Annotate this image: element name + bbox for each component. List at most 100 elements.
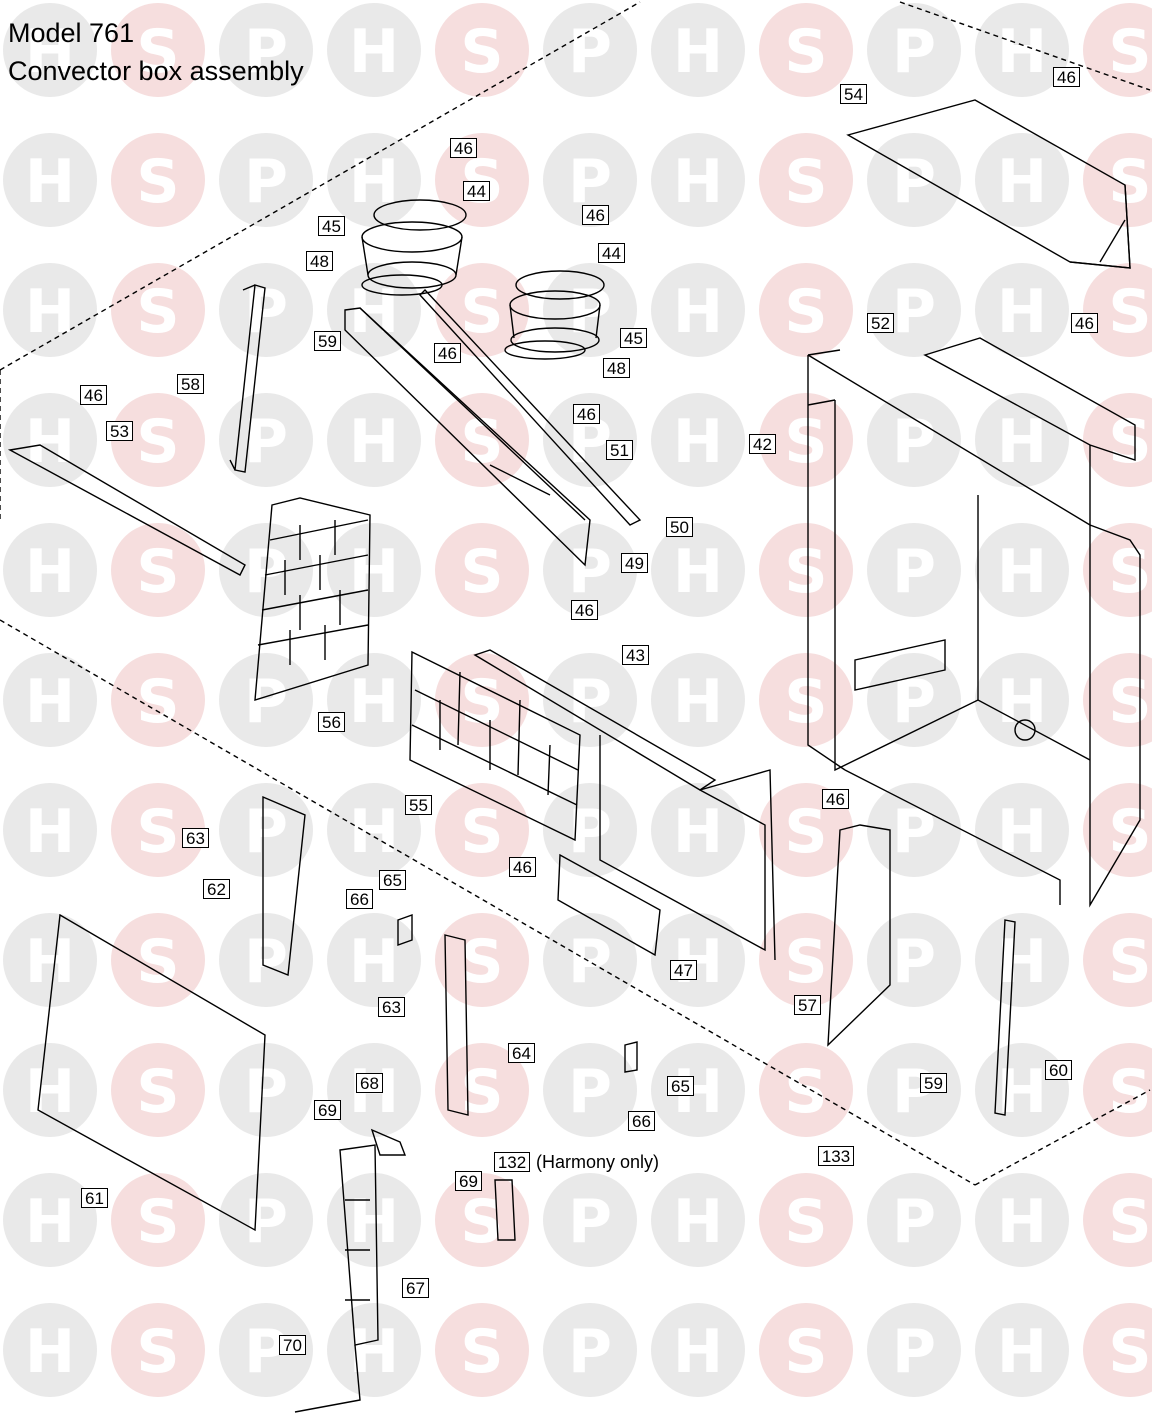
watermark-letter: S	[784, 797, 827, 867]
watermark-letter: H	[673, 17, 723, 87]
watermark-letter: S	[1108, 667, 1151, 737]
watermark-letter: S	[136, 927, 179, 997]
watermark-letter: S	[136, 1057, 179, 1127]
watermark-circle	[219, 3, 313, 97]
watermark-circle	[543, 133, 637, 227]
watermark-circle	[543, 393, 637, 487]
watermark-letter: P	[244, 1187, 288, 1257]
watermark-circle	[975, 3, 1069, 97]
watermark-circle	[867, 393, 961, 487]
part-58-rail	[229, 284, 266, 473]
callout-48: 48	[306, 251, 333, 271]
watermark-letter: S	[1108, 797, 1151, 867]
watermark-letter: P	[568, 1057, 612, 1127]
watermark-circle	[1083, 783, 1152, 877]
callout-48: 48	[603, 358, 630, 378]
watermark-circle	[867, 263, 961, 357]
watermark-letter: S	[460, 667, 503, 737]
callout-61: 61	[81, 1188, 108, 1208]
watermark-circle	[1083, 653, 1152, 747]
watermark-letter: H	[25, 407, 75, 477]
callout-56: 56	[318, 712, 345, 732]
watermark-circle	[759, 263, 853, 357]
watermark-circle	[759, 653, 853, 747]
part-67-mechanism	[294, 1144, 379, 1413]
watermark-circle	[111, 783, 205, 877]
callout-69: 69	[314, 1100, 341, 1120]
watermark-letter: S	[784, 17, 827, 87]
watermark-letter: S	[784, 537, 827, 607]
watermark-letter: H	[997, 17, 1047, 87]
watermark-circle	[111, 393, 205, 487]
watermark-circle	[327, 1173, 421, 1267]
watermark-circle	[759, 1303, 853, 1397]
callout-49: 49	[621, 553, 648, 573]
watermark-circle	[651, 263, 745, 357]
watermark-letter: P	[568, 927, 612, 997]
watermark-letter: H	[997, 147, 1047, 217]
watermark-circle	[435, 393, 529, 487]
watermark-circle	[651, 393, 745, 487]
callout-46: 46	[434, 343, 461, 363]
watermark-letter: H	[25, 17, 75, 87]
watermark-circle	[3, 393, 97, 487]
callout-46: 46	[1071, 313, 1098, 333]
watermark-circle	[651, 1043, 745, 1137]
watermark-letter: H	[673, 1317, 723, 1387]
watermark-letter: S	[784, 1057, 827, 1127]
watermark-circle	[435, 1303, 529, 1397]
watermark-circle	[867, 653, 961, 747]
watermark-circle	[759, 1043, 853, 1137]
watermark-letter: P	[892, 537, 936, 607]
watermark-letter: H	[997, 1317, 1047, 1387]
callout-54: 54	[840, 84, 867, 104]
watermark-letter: H	[349, 407, 399, 477]
watermark-letter: H	[997, 407, 1047, 477]
watermark-letter: S	[460, 407, 503, 477]
watermark-circle	[867, 1303, 961, 1397]
watermark-letter: S	[136, 147, 179, 217]
watermark-letter: P	[892, 797, 936, 867]
watermark-letter: H	[997, 667, 1047, 737]
watermark-circle	[219, 1043, 313, 1137]
watermark-circle	[975, 263, 1069, 357]
watermark-circle	[111, 1173, 205, 1267]
watermark-circle	[759, 133, 853, 227]
callout-44: 44	[598, 243, 625, 263]
watermark-circle	[975, 133, 1069, 227]
part-43-baffle	[473, 649, 776, 961]
part-62-side-panel	[262, 795, 306, 976]
watermark-letter: S	[136, 667, 179, 737]
watermark-letter: P	[892, 17, 936, 87]
watermark-letter: P	[892, 1187, 936, 1257]
watermark-circle	[759, 3, 853, 97]
watermark-circle	[1083, 1173, 1152, 1267]
watermark-letter: S	[784, 147, 827, 217]
watermark-circle	[3, 913, 97, 1007]
section-boundary-lower	[0, 619, 976, 1186]
watermark-letter: S	[784, 277, 827, 347]
watermark-circle	[219, 653, 313, 747]
watermark-circle	[3, 653, 97, 747]
watermark-circle	[543, 783, 637, 877]
watermark-letter: S	[136, 407, 179, 477]
part-60-rail	[994, 919, 1016, 1116]
watermark-letter: H	[349, 17, 399, 87]
callout-65: 65	[667, 1076, 694, 1096]
watermark-circle	[3, 783, 97, 877]
watermark-circle	[651, 523, 745, 617]
watermark-circle	[3, 1173, 97, 1267]
watermark-letter: S	[460, 17, 503, 87]
watermark-circle	[543, 1043, 637, 1137]
watermark-circle	[543, 1303, 637, 1397]
watermark-circle	[867, 523, 961, 617]
callout-53: 53	[106, 421, 133, 441]
watermark-circle	[651, 1303, 745, 1397]
callout-46: 46	[573, 404, 600, 424]
watermark-letter: S	[460, 1317, 503, 1387]
watermark-letter: H	[25, 537, 75, 607]
watermark-letter: P	[244, 797, 288, 867]
callout-55: 55	[405, 795, 432, 815]
part-64-bracket	[444, 934, 469, 1116]
